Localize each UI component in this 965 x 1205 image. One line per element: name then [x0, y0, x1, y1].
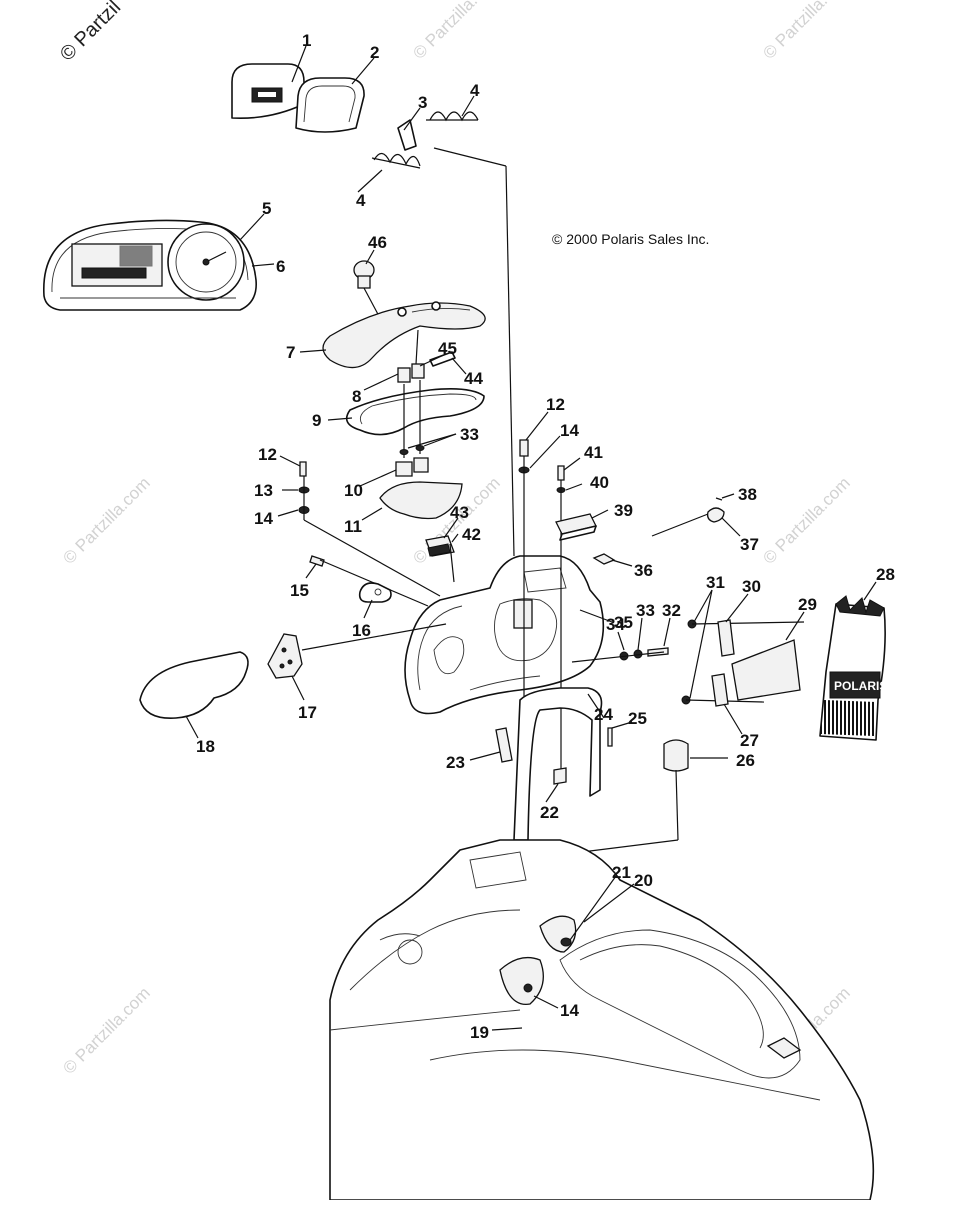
- callout-8: 8: [352, 387, 361, 406]
- callout-11: 11: [344, 517, 362, 536]
- callout-45: 45: [438, 339, 457, 358]
- part-center-hardware: [518, 439, 597, 930]
- callout-20: 20: [634, 871, 653, 890]
- callout-28: 28: [876, 565, 895, 584]
- callout-14: 14: [254, 509, 273, 528]
- part-bolt-right: [571, 647, 669, 663]
- cable: [433, 147, 507, 167]
- callout-22: 22: [540, 803, 559, 822]
- callout-21: 21: [612, 863, 631, 882]
- copyright-notice: © 2000 Polaris Sales Inc.: [552, 231, 709, 247]
- corner-watermark: © Partzil: [56, 0, 125, 66]
- callout-41: 41: [584, 443, 603, 462]
- callout-14: 14: [560, 421, 579, 440]
- callout-7: 7: [286, 343, 295, 362]
- callout-31: 31: [706, 573, 725, 592]
- part-switch-housing: [231, 63, 305, 120]
- callout-3: 3: [418, 93, 427, 112]
- callout-43: 43: [450, 503, 469, 522]
- watermark: © Partzilla.com: [759, 0, 853, 63]
- part-spring: [371, 152, 421, 169]
- callout-23: 23: [446, 753, 465, 772]
- callout-40: 40: [590, 473, 609, 492]
- callout-19: 19: [470, 1023, 489, 1042]
- part-storage: POLARIS: [681, 595, 887, 741]
- part-switch: [425, 535, 455, 583]
- watermark: © Partzilla.com: [59, 983, 153, 1077]
- callout-1: 1: [302, 31, 311, 50]
- callout-5: 5: [262, 199, 271, 218]
- callout-35: 35: [614, 613, 633, 632]
- callout-44: 44: [464, 369, 483, 388]
- part-hull: [329, 839, 875, 1201]
- callout-33: 33: [460, 425, 479, 444]
- callout-labels: 1 2 3 4 4 5 6 46 7 45 8 44 9 12 14 33 12…: [196, 31, 895, 1042]
- callout-12: 12: [546, 395, 565, 414]
- callout-4: 4: [470, 81, 480, 100]
- callout-16: 16: [352, 621, 371, 640]
- cable: [505, 165, 515, 557]
- callout-14: 14: [560, 1001, 579, 1020]
- part-bezel: [295, 77, 365, 133]
- part-knob: [353, 260, 381, 319]
- part-instrument-cluster: [43, 219, 257, 311]
- callout-6: 6: [276, 257, 285, 276]
- callout-32: 32: [662, 601, 681, 620]
- part-screw-stack: [298, 461, 441, 597]
- part-nuts: [395, 380, 429, 477]
- callout-13: 13: [254, 481, 273, 500]
- decal-text: POLARIS: [834, 679, 887, 693]
- callout-24: 24: [594, 705, 613, 724]
- part-bracket: [495, 687, 689, 859]
- callout-15: 15: [290, 581, 309, 600]
- leader-lines: [185, 45, 877, 1031]
- callout-18: 18: [196, 737, 215, 756]
- callout-37: 37: [740, 535, 759, 554]
- callout-17: 17: [298, 703, 317, 722]
- part-plate: [379, 481, 463, 520]
- part-pad: [322, 301, 486, 369]
- watermark: © Partzilla.com: [409, 0, 503, 63]
- callout-27: 27: [740, 731, 759, 750]
- watermark: © Partzilla.com: [59, 473, 153, 567]
- part-plug: [592, 497, 725, 565]
- callout-34: 34: [606, 615, 625, 634]
- watermark: © Partzilla.com: [759, 473, 853, 567]
- callout-29: 29: [798, 595, 817, 614]
- part-clip: [397, 119, 417, 151]
- callout-36: 36: [634, 561, 653, 580]
- part-console: [404, 555, 605, 715]
- part-mirror: [139, 623, 447, 719]
- callout-2: 2: [370, 43, 379, 62]
- callout-42: 42: [462, 525, 481, 544]
- callout-9: 9: [312, 411, 321, 430]
- callout-10: 10: [344, 481, 363, 500]
- callout-26: 26: [736, 751, 755, 770]
- callout-25: 25: [628, 709, 647, 728]
- part-bolt-bracket: [309, 555, 429, 607]
- callout-33: 33: [636, 601, 655, 620]
- callout-4: 4: [356, 191, 366, 210]
- callout-38: 38: [738, 485, 757, 504]
- callout-30: 30: [742, 577, 761, 596]
- callout-39: 39: [614, 501, 633, 520]
- callout-12: 12: [258, 445, 277, 464]
- part-spring: [426, 111, 479, 122]
- callout-46: 46: [368, 233, 387, 252]
